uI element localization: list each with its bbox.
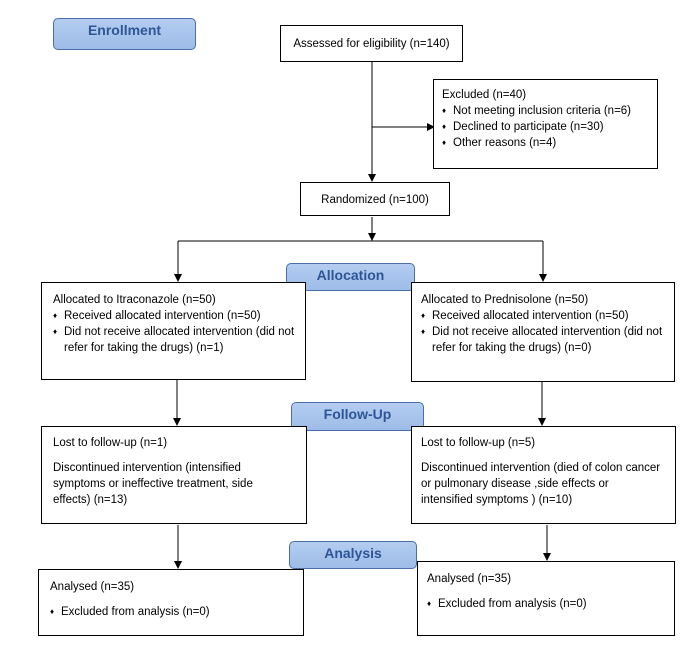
allocation-right-item-cont: refer for taking the drugs) (n=0) (432, 341, 592, 354)
analysis-left-item-text: Excluded from analysis (n=0) (61, 605, 210, 618)
allocation-right-title: Allocated to Prednisolone (n=50) (421, 294, 589, 306)
stage-analysis: Analysis (289, 541, 417, 569)
followup-left-disc-line: Discontinued intervention (intensified (53, 461, 241, 474)
allocation-left-title: Allocated to Itraconazole (n=50) (53, 294, 216, 306)
bullet-icon: ♦ (442, 137, 447, 147)
allocation-left-item-text: Did not receive allocated intervention (… (64, 325, 295, 338)
analysis-left-box: Analysed (n=35) ♦ Excluded from analysis … (38, 569, 304, 636)
allocation-right-item-text: Did not receive allocated intervention (… (432, 325, 663, 338)
analysis-right-box: Analysed (n=35) ♦ Excluded from analysis … (417, 561, 675, 636)
bullet-icon: ♦ (421, 310, 426, 320)
bullet-icon: ♦ (442, 105, 447, 115)
stage-enrollment: Enrollment (53, 18, 196, 50)
bullet-icon: ♦ (53, 326, 58, 336)
excluded-item-text: Not meeting inclusion criteria (n=6) (453, 104, 632, 117)
stage-followup: Follow-Up (291, 402, 424, 431)
bullet-icon: ♦ (421, 326, 426, 336)
bullet-icon: ♦ (50, 606, 55, 616)
allocation-left-item: ♦ Received allocated intervention (n=50) (53, 309, 305, 325)
analysis-left-analysed: Analysed (n=35) (50, 581, 135, 593)
excluded-item: ♦ Not meeting inclusion criteria (n=6) (442, 104, 657, 120)
followup-right-box: Lost to follow-up (n=5) Discontinued int… (411, 426, 676, 524)
randomized-box: Randomized (n=100) (300, 182, 450, 216)
assessed-text: Assessed for eligibility (n=140) (293, 38, 450, 50)
assessed-box: Assessed for eligibility (n=140) (280, 25, 463, 62)
allocation-left-item: ♦ Did not receive allocated intervention … (53, 325, 305, 341)
allocation-right-item: ♦ Did not receive allocated intervention … (421, 325, 674, 341)
allocation-right-item: ♦ Received allocated intervention (n=50) (421, 309, 674, 325)
excluded-box: Excluded (n=40) ♦ Not meeting inclusion c… (433, 79, 658, 169)
excluded-item: ♦ Other reasons (n=4) (442, 136, 657, 152)
followup-right-disc-line: or pulmonary disease ,side effects or (421, 477, 609, 490)
bullet-icon: ♦ (427, 598, 432, 608)
analysis-right-analysed: Analysed (n=35) (427, 573, 512, 585)
analysis-right-item-text: Excluded from analysis (n=0) (438, 597, 587, 610)
excluded-title: Excluded (n=40) (442, 89, 527, 101)
bullet-icon: ♦ (53, 310, 58, 320)
excluded-item: ♦ Declined to participate (n=30) (442, 120, 657, 136)
followup-right-disc-line: Discontinued intervention (died of colon… (421, 461, 661, 474)
excluded-item-text: Declined to participate (n=30) (453, 120, 604, 133)
allocation-left-item-cont: refer for taking the drugs) (n=1) (64, 341, 224, 354)
bullet-icon: ♦ (442, 121, 447, 131)
followup-right-disc-line: intensified symptoms ) (n=10) (421, 493, 573, 506)
followup-left-disc-line: symptoms or ineffective treatment, side (53, 477, 253, 490)
allocation-left-item-text: Received allocated intervention (n=50) (64, 309, 261, 322)
followup-left-disc-line: effects) (n=13) (53, 493, 128, 506)
analysis-right-item: ♦ Excluded from analysis (n=0) (427, 597, 674, 613)
allocation-right-item-text: Received allocated intervention (n=50) (432, 309, 629, 322)
analysis-left-item: ♦ Excluded from analysis (n=0) (50, 605, 303, 621)
randomized-text: Randomized (n=100) (321, 194, 429, 206)
stage-allocation: Allocation (286, 263, 415, 291)
allocation-right-box: Allocated to Prednisolone (n=50) ♦ Receiv… (411, 282, 675, 382)
followup-left-box: Lost to follow-up (n=1) Discontinued int… (41, 426, 307, 524)
followup-right-lost: Lost to follow-up (n=5) (421, 437, 536, 449)
followup-left-lost: Lost to follow-up (n=1) (53, 437, 168, 449)
allocation-left-box: Allocated to Itraconazole (n=50) ♦ Receiv… (41, 282, 306, 380)
excluded-item-text: Other reasons (n=4) (453, 136, 557, 149)
